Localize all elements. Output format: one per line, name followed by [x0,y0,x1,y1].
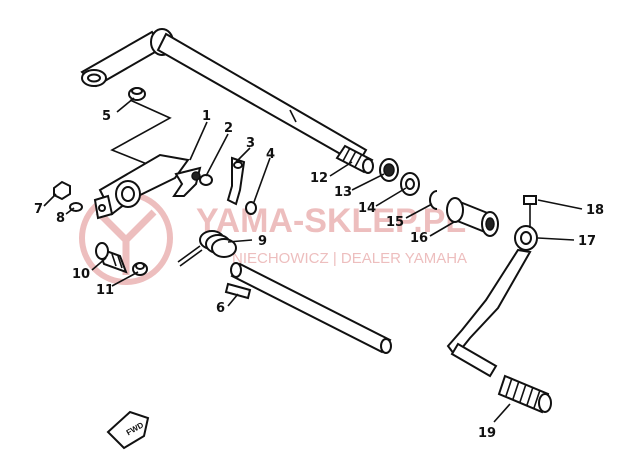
clip-part-2 [199,174,213,186]
label-part-6: 6 [216,301,225,316]
stopper-bolt-part-10 [95,242,128,274]
watermark-brand: YAMA-SKLEP.PL [196,202,466,240]
nut-part-5 [128,87,146,101]
label-part-18: 18 [586,203,604,218]
bolt-part-18 [523,195,537,228]
watermark-dealer: NIECHOWICZ | DEALER YAMAHA [232,250,467,267]
shift-shaft-upper [80,28,374,174]
circlip-part-4 [245,201,257,215]
label-part-12: 12 [310,171,328,186]
shift-pedal-part-17 [446,225,538,378]
label-part-7: 7 [34,202,43,217]
label-part-8: 8 [56,211,65,226]
assembly-guide-lines [110,99,172,171]
part-labels: 1 2 3 4 5 6 7 8 9 10 11 12 13 14 15 16 1… [34,109,604,441]
label-part-10: 10 [72,267,90,282]
rubber-part-19 [497,374,552,414]
circlip-part-15 [429,190,438,210]
shift-arm-assembly [93,153,202,220]
return-spring-part-9 [177,230,237,267]
label-part-9: 9 [258,234,267,249]
label-part-4: 4 [266,147,275,162]
label-part-5: 5 [102,109,111,124]
oil-seal-part-13 [379,158,399,182]
label-part-11: 11 [96,283,114,298]
label-part-13: 13 [334,185,352,200]
washer-part-14 [400,172,420,196]
nut-part-7 [53,180,71,201]
watermark: YAMA-SKLEP.PL NIECHOWICZ | DEALER YAMAHA [79,191,467,285]
label-part-3: 3 [246,136,255,151]
bush-part-16 [446,197,499,237]
label-part-15: 15 [386,215,404,230]
label-part-19: 19 [478,426,496,441]
shaft-spline-end [335,144,374,174]
label-part-14: 14 [358,201,376,216]
label-part-2: 2 [224,121,233,136]
label-part-17: 17 [578,234,596,249]
pin-part-6 [224,282,252,300]
spring-part-3 [226,156,246,206]
fwd-arrow: FWD [106,410,150,450]
label-part-1: 1 [202,109,211,124]
lower-shaft [230,262,392,354]
leader-lines [43,97,583,423]
label-part-16: 16 [410,231,428,246]
